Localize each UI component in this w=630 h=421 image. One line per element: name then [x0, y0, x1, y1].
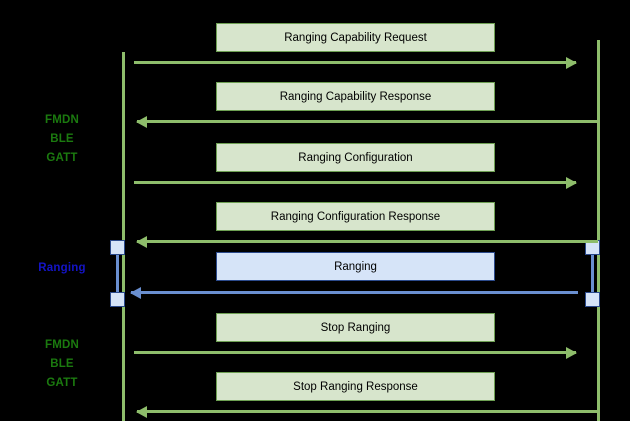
arrow-head-left-icon: [130, 286, 141, 299]
message-arrow-stop-ranging-response: [136, 405, 598, 418]
message-box-stop-ranging-response: Stop Ranging Response: [216, 372, 495, 401]
arrow-head-left-icon: [136, 405, 147, 418]
message-box-stop-ranging: Stop Ranging: [216, 313, 495, 342]
message-arrow-stop-ranging: [134, 346, 577, 359]
message-label: Ranging Configuration Response: [270, 210, 441, 223]
message-box-ranging-configuration: Ranging Configuration: [216, 143, 495, 172]
phase-label-ranging: Ranging: [38, 262, 86, 274]
activation-line-left: [116, 247, 119, 300]
arrow-shaft: [134, 61, 576, 64]
lifeline-right: [597, 40, 600, 421]
message-arrow-ranging: [130, 286, 578, 299]
activation-line-right: [591, 247, 594, 300]
phase-label-fmdn-ble-gatt-bottom: FMDN BLE GATT: [44, 339, 79, 389]
activation-node-left-end: [110, 292, 125, 307]
message-label: Ranging Capability Request: [284, 31, 427, 44]
arrow-head-left-icon: [136, 235, 147, 248]
message-label: Ranging Capability Response: [279, 90, 432, 103]
arrow-shaft: [131, 291, 578, 294]
activation-node-left-start: [110, 240, 125, 255]
arrow-head-left-icon: [136, 115, 147, 128]
arrow-shaft: [134, 351, 576, 354]
message-box-ranging-capability-request: Ranging Capability Request: [216, 23, 495, 52]
arrow-head-right-icon: [566, 346, 577, 359]
message-box-ranging-configuration-response: Ranging Configuration Response: [216, 202, 495, 231]
message-label: Stop Ranging Response: [293, 380, 418, 393]
message-arrow-ranging-configuration-response: [136, 235, 598, 248]
message-label: Ranging: [334, 260, 377, 273]
message-label: Ranging Configuration: [298, 151, 413, 164]
message-arrow-ranging-configuration: [134, 176, 577, 189]
message-arrow-ranging-capability-response: [136, 115, 598, 128]
arrow-shaft: [137, 240, 598, 243]
arrow-shaft: [134, 181, 576, 184]
arrow-head-right-icon: [566, 176, 577, 189]
message-box-ranging-capability-response: Ranging Capability Response: [216, 82, 495, 111]
arrow-shaft: [137, 410, 598, 413]
message-label: Stop Ranging: [320, 321, 391, 334]
arrow-head-right-icon: [566, 56, 577, 69]
message-arrow-ranging-capability-request: [134, 56, 577, 69]
phase-label-fmdn-ble-gatt-top: FMDN BLE GATT: [44, 114, 79, 164]
activation-node-right-end: [585, 292, 600, 307]
arrow-shaft: [137, 120, 598, 123]
message-box-ranging: Ranging: [216, 252, 495, 281]
lifeline-left: [122, 52, 125, 421]
